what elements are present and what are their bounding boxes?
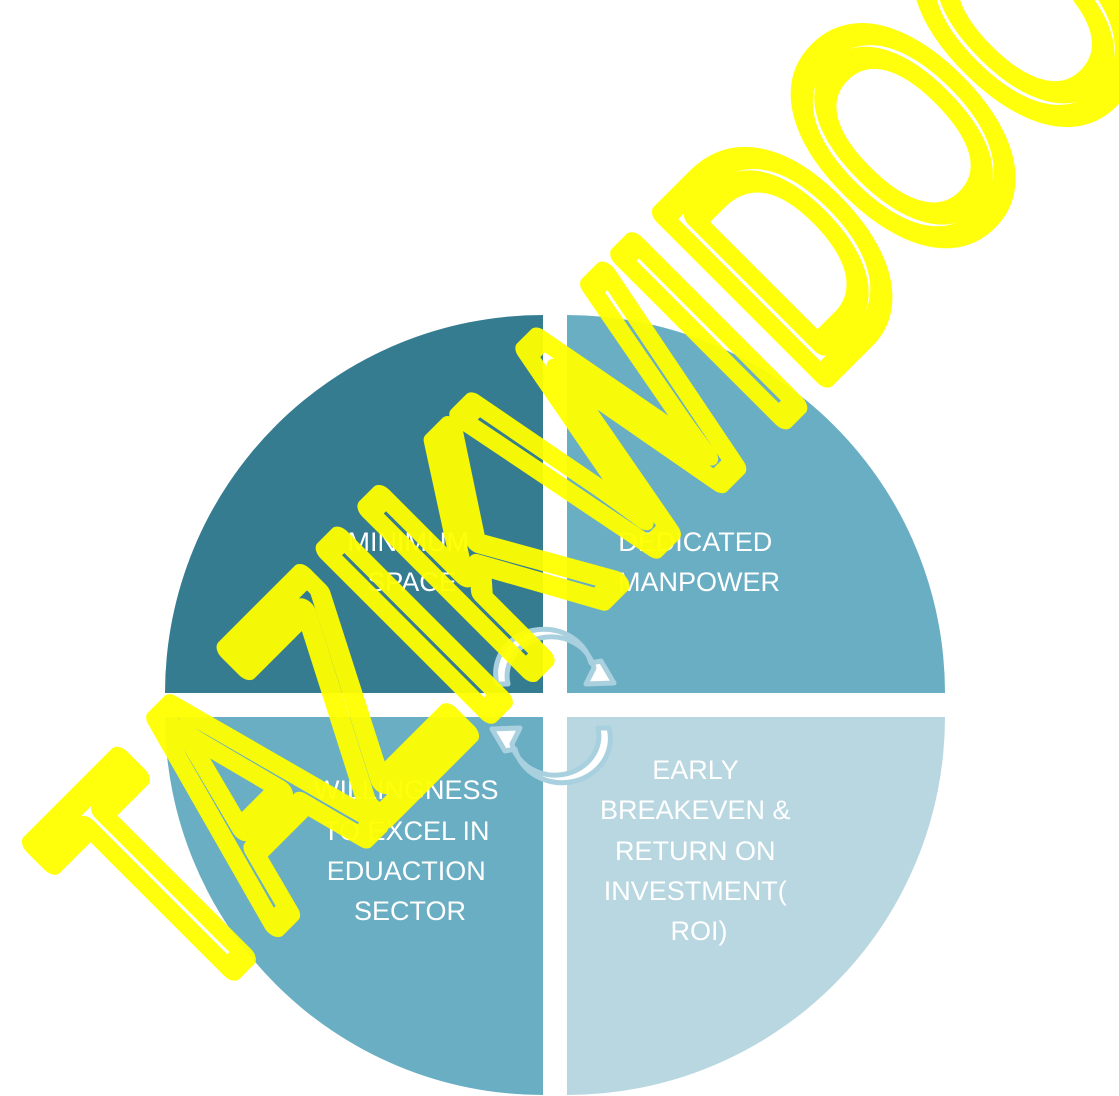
quadrant-label-line: ROI) [671,916,728,946]
quadrant-slices [165,315,945,1095]
quadrant-label-line: EDUACTION [327,856,486,886]
quadrant-label-bottom-right: EARLY BREAKEVEN & RETURN ON INVESTMENT( … [600,755,798,946]
quadrant-label-line: TO EXCEL IN [323,816,490,846]
quadrant-label-line: MINIMUM [348,527,469,557]
cycle-arrow-lower [489,725,613,786]
quadrant-label-line: BREAKEVEN & [600,795,791,825]
quadrant-label-line: SECTOR [354,896,466,926]
quadrant-label-line: DEDICATED [618,527,772,557]
quadrant-label-line: INVESTMENT( [604,876,787,906]
quadrant-label-line: EARLY [652,755,739,785]
quadrant-top-left [165,315,543,693]
quadrant-top-right [567,315,945,693]
quadrant-label-line: RETURN ON [615,836,776,866]
quadrant-label-top-right: DEDICATED MANPOWER [618,527,780,597]
quadrant-label-top-left: MINIMUM SPACE [348,527,477,597]
quadrant-label-line: WILLINGNESS [314,775,499,805]
watermark-text: TAZIKWIDOO [0,0,1119,1072]
watermark: TAZIKWIDOO [0,0,1119,1072]
quadrant-label-line: SPACE [367,567,457,597]
quadrant-bottom-right [567,717,945,1095]
quadrant-label-bottom-left: WILLINGNESS TO EXCEL IN EDUACTION SECTOR [314,775,506,926]
cycle-arrows-icon [489,626,617,786]
quadrant-label-line: MANPOWER [618,567,780,597]
quadrant-bottom-left [165,717,543,1095]
cycle-arrow-upper [493,626,617,687]
